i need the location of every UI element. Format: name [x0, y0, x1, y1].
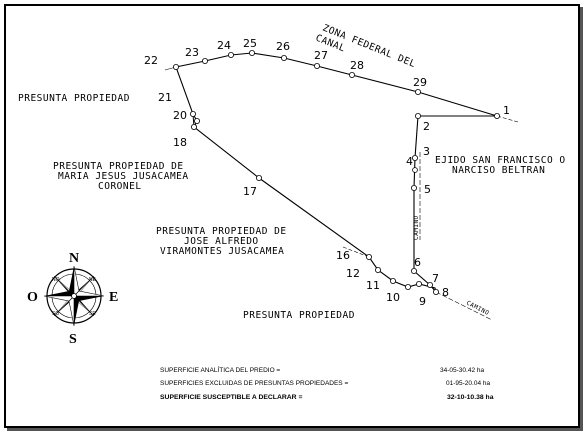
ejido-label-1: EJIDO SAN FRANCISCO O	[435, 155, 566, 166]
vertex-label-25: 25	[243, 37, 257, 50]
vertex-marker-3	[411, 154, 418, 161]
road-label-vertical: CAMINO	[413, 215, 420, 240]
vertex-label-21: 21	[158, 91, 172, 104]
compass-so: SO	[52, 311, 59, 317]
vertex-marker-4	[412, 167, 418, 173]
vertex-marker-27	[313, 63, 320, 70]
vertex-marker-28	[348, 72, 355, 79]
vertex-marker-16	[365, 253, 372, 260]
jose-label-3: VIRAMONTES JUSACAMEA	[160, 246, 284, 257]
jose-label-1: PRESUNTA PROPIEDAD DE	[156, 226, 287, 237]
vertex-marker-24	[227, 52, 234, 59]
vertex-label-6: 6	[414, 256, 421, 269]
compass-n: N	[69, 251, 79, 266]
vertex-marker-29	[414, 89, 421, 96]
vertex-label-3: 3	[423, 145, 430, 158]
compass-s: S	[69, 332, 77, 347]
vertex-marker-12	[374, 266, 381, 273]
vertex-marker-10	[404, 283, 411, 290]
vertex-marker-23	[201, 58, 208, 65]
vertex-marker-18	[190, 124, 197, 131]
vertex-label-17: 17	[243, 185, 257, 198]
compass-e: E	[109, 290, 118, 305]
vertex-marker-25	[248, 50, 255, 57]
vertex-label-11: 11	[366, 279, 380, 292]
vertex-label-1: 1	[503, 104, 510, 117]
vertex-label-28: 28	[350, 59, 364, 72]
compass-se: SE	[89, 311, 96, 317]
vertex-marker-20	[193, 118, 200, 125]
maria-label-1: PRESUNTA PROPIEDAD DE	[53, 161, 184, 172]
summary-label-2: SUPERFICIES EXCLUIDAS DE PRESUNTAS PROPI…	[160, 380, 348, 387]
summary-value-2: 01-95-20.04 ha	[446, 380, 490, 387]
compass-no: NO	[52, 277, 60, 283]
vertex-marker-8	[432, 288, 439, 295]
vertex-label-5: 5	[424, 183, 431, 196]
drawing-frame	[4, 4, 580, 428]
vertex-label-2: 2	[423, 120, 430, 133]
road-diagonal-line	[435, 291, 493, 321]
summary-value-3: 32-10-10.38 ha	[447, 394, 494, 401]
vertex-marker-22	[172, 64, 179, 71]
vertex-marker-26	[280, 55, 287, 62]
vertex-label-16: 16	[336, 249, 350, 262]
vertex-label-18: 18	[173, 136, 187, 149]
vertex-marker-21	[189, 111, 196, 118]
compass-rose: N S E O NO NE SO SE	[27, 251, 118, 347]
vertex-label-22: 22	[144, 54, 158, 67]
vertex-label-23: 23	[185, 46, 199, 59]
vertex-label-26: 26	[276, 40, 290, 53]
surface-summary: SUPERFICIE ANALÍTICA DEL PREDIO = 34-05-…	[160, 365, 494, 401]
vertex-marker-5	[410, 184, 417, 191]
vertex-label-27: 27	[314, 49, 328, 62]
vertex-label-7: 7	[432, 272, 439, 285]
vertex-label-4: 4	[406, 155, 413, 168]
vertex-marker-2	[414, 113, 421, 120]
vertex-marker-1	[493, 113, 500, 120]
vertex-label-9: 9	[419, 295, 426, 308]
ejido-label-2: NARCISO BELTRAN	[452, 165, 545, 176]
boundary-line	[175, 52, 498, 293]
maria-label-3: CORONEL	[98, 181, 142, 192]
compass-ne: NE	[89, 277, 97, 283]
compass-o: O	[27, 290, 38, 305]
summary-label-1: SUPERFICIE ANALÍTICA DEL PREDIO =	[160, 365, 280, 374]
vertex-label-8: 8	[442, 286, 449, 299]
vertex-label-29: 29	[413, 76, 427, 89]
maria-label-2: MARIA JESUS JUSACAMEA	[58, 171, 189, 182]
vertex-marker-11	[389, 277, 396, 284]
vertex-label-24: 24	[217, 39, 231, 52]
summary-label-3: SUPERFICIE SUSCEPTIBLE A DECLARAR =	[160, 394, 302, 401]
summary-value-1: 34-05-30.42 ha	[440, 367, 484, 374]
jose-label-2: JOSE ALFREDO	[184, 236, 259, 247]
presunta-propiedad-top-label: PRESUNTA PROPIEDAD	[18, 93, 130, 104]
vertex-marker-7	[426, 281, 433, 288]
vertex-label-12: 12	[346, 267, 360, 280]
extension-line	[342, 246, 370, 258]
vertex-marker-9	[415, 280, 422, 287]
vertex-marker-17	[255, 174, 262, 181]
vertex-marker-6	[410, 267, 417, 274]
presunta-propiedad-bottom-label: PRESUNTA PROPIEDAD	[243, 310, 355, 321]
vertex-label-10: 10	[386, 291, 400, 304]
extension-line	[496, 115, 519, 123]
vertex-label-20: 20	[173, 109, 187, 122]
